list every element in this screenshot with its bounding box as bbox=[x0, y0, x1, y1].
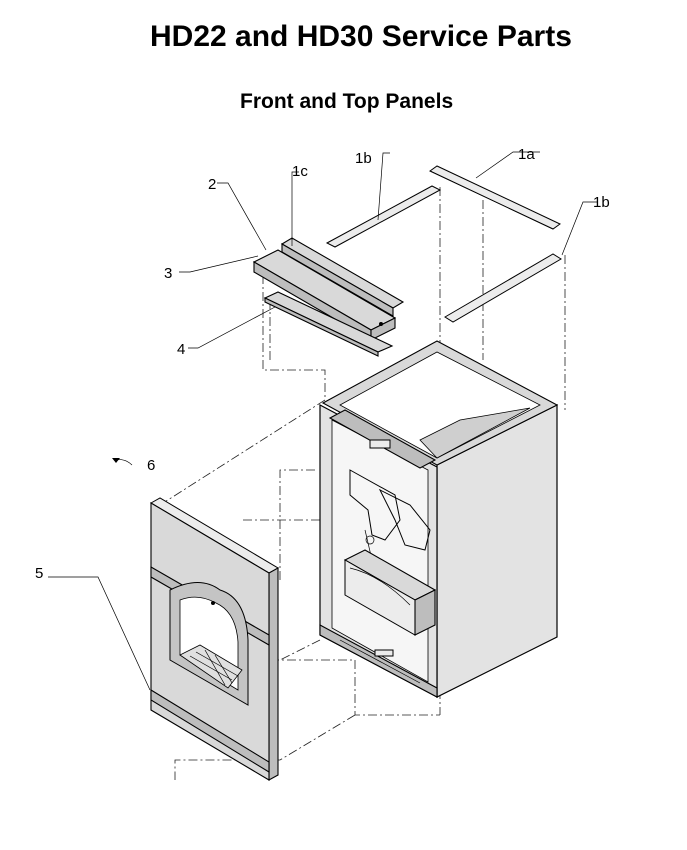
callout-3: 3 bbox=[164, 265, 172, 282]
assembly-guide-lines bbox=[159, 187, 566, 780]
callout-1a: 1a bbox=[518, 146, 535, 163]
part-4-bottom-plate bbox=[263, 291, 394, 357]
callout-2: 2 bbox=[208, 176, 216, 193]
top-strip-1b-left bbox=[325, 185, 442, 248]
callout-4: 4 bbox=[177, 341, 185, 358]
callout-1b-right: 1b bbox=[593, 194, 610, 211]
callout-1c: 1c bbox=[292, 163, 308, 180]
part-1c-trim bbox=[280, 237, 405, 317]
callout-1b-top: 1b bbox=[355, 150, 372, 167]
dryer-cabinet bbox=[319, 340, 559, 698]
page-subtitle: Front and Top Panels bbox=[240, 90, 454, 113]
part-5-front-panel bbox=[149, 497, 280, 781]
top-strip-1b-right bbox=[444, 253, 562, 323]
page-title: HD22 and HD30 Service Parts bbox=[150, 20, 572, 53]
callout-6: 6 bbox=[147, 457, 155, 474]
callout-5: 5 bbox=[35, 565, 43, 582]
top-strip-1a bbox=[429, 165, 561, 230]
callout-leaders bbox=[48, 151, 598, 691]
part-2-control-tray bbox=[252, 249, 397, 341]
